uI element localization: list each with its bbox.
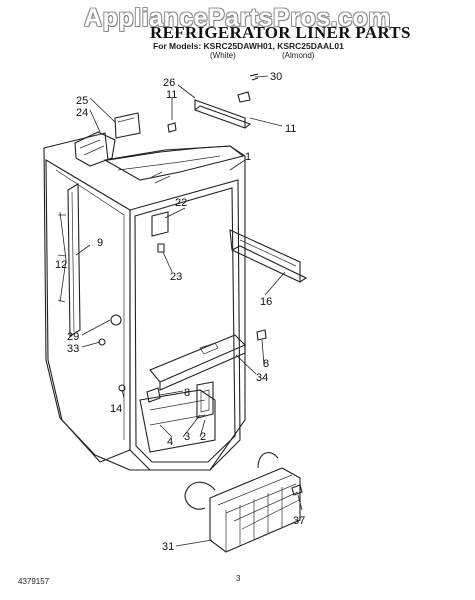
white-label: (White) <box>210 51 236 60</box>
callout-25: 25 <box>76 95 88 107</box>
crisper-rail-34 <box>149 329 267 391</box>
callout-33: 33 <box>67 343 79 355</box>
bracket-8 <box>146 387 161 403</box>
callout-1: 1 <box>245 151 251 163</box>
almond-label: (Almond) <box>282 51 315 60</box>
light-socket-29 <box>98 314 126 392</box>
page-number: 3 <box>236 574 241 583</box>
liner-cabinet <box>43 132 246 471</box>
callout-3: 3 <box>184 431 190 443</box>
bracket-22 <box>151 211 169 253</box>
callout-22: 22 <box>175 197 187 209</box>
callout-12: 12 <box>55 259 67 271</box>
callout-29: 29 <box>67 331 79 343</box>
callout-9: 9 <box>97 237 103 249</box>
shelf-rail-16 <box>229 229 308 283</box>
callout-8-lower: 8 <box>184 387 190 399</box>
callout-8-upper: 8 <box>263 358 269 370</box>
ice-dispenser-bracket <box>74 112 177 167</box>
top-rail-26 <box>194 91 252 129</box>
callout-34: 34 <box>256 372 268 384</box>
document-number: 4379157 <box>18 577 50 586</box>
callout-31: 31 <box>162 541 174 553</box>
model-numbers: For Models: KSRC25DAWH01, KSRC25DAAL01 <box>153 41 344 51</box>
watermark: AppliancePartsPros.com <box>84 4 391 32</box>
crisper-cover-31 <box>184 452 303 553</box>
callout-16: 16 <box>260 296 272 308</box>
callout-26: 26 <box>163 77 175 89</box>
leader-lines <box>59 75 303 547</box>
callout-30: 30 <box>270 71 282 83</box>
callout-4: 4 <box>167 436 173 448</box>
callout-14: 14 <box>110 403 122 415</box>
callout-2: 2 <box>200 431 206 443</box>
diagram-title: REFRIGERATOR LINER PARTS <box>150 23 411 42</box>
callout-23: 23 <box>170 271 182 283</box>
callout-11-upper: 11 <box>166 89 177 101</box>
callout-37: 37 <box>293 515 305 527</box>
callout-11-right: 11 <box>285 123 296 135</box>
screw-30 <box>249 73 259 81</box>
callout-24: 24 <box>76 107 88 119</box>
